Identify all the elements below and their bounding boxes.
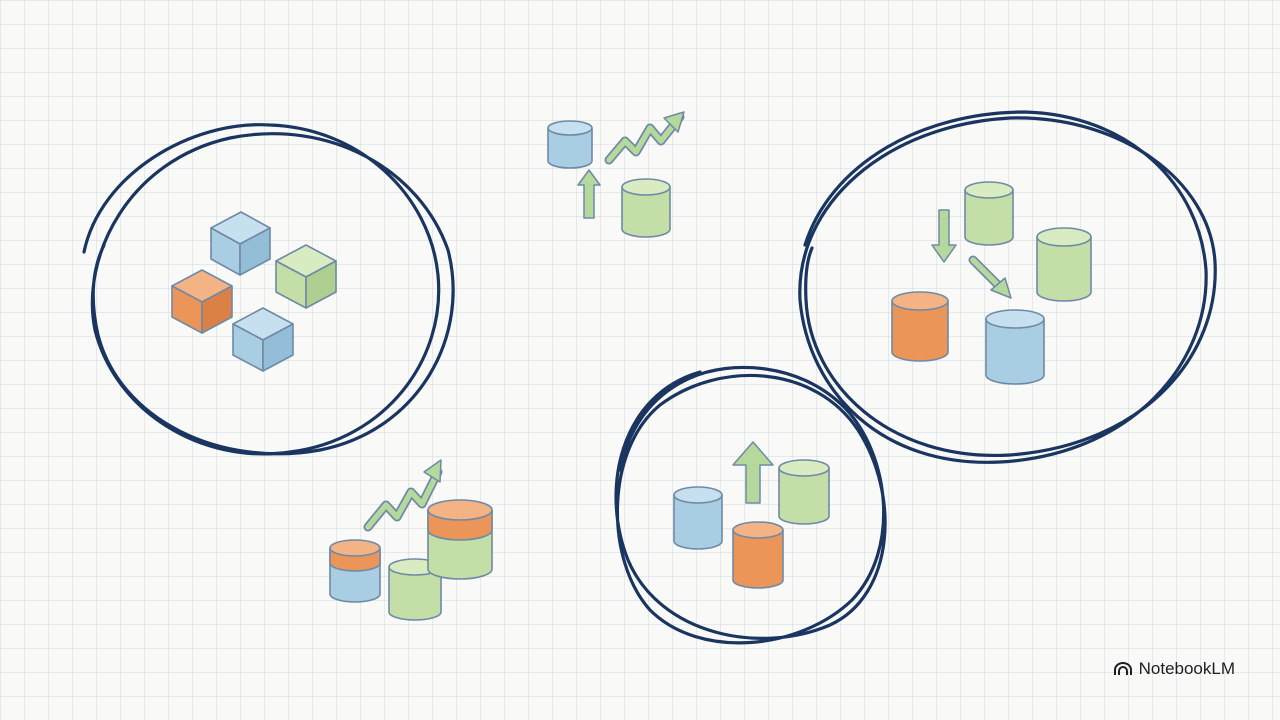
green-cylinder-top	[964, 181, 1014, 246]
cluster-left	[82, 123, 455, 456]
up-arrow-icon	[577, 169, 601, 219]
up-arrow-icon	[732, 441, 774, 504]
cluster-bottom-middle	[614, 365, 887, 645]
green-cube	[275, 244, 337, 309]
green-cylinder	[621, 178, 671, 238]
scribble-circle-bottom	[614, 365, 887, 645]
trend-arrow-icon	[363, 459, 443, 532]
diagonal-arrow-icon	[968, 255, 1012, 299]
orange-green-cylinder	[427, 499, 493, 580]
green-cylinder	[778, 459, 830, 525]
notebooklm-logo-icon	[1113, 662, 1132, 675]
blue-cylinder	[673, 486, 723, 550]
orange-cube	[171, 269, 233, 334]
cluster-right	[798, 110, 1217, 464]
blue-cube-bottom	[232, 307, 294, 372]
down-arrow-icon	[931, 209, 957, 263]
scribble-circle-right	[798, 110, 1217, 464]
cluster-bottom-left	[329, 459, 493, 621]
orange-cylinder	[891, 291, 949, 362]
trend-arrow-icon	[604, 111, 685, 165]
orange-blue-cylinder	[329, 539, 381, 603]
watermark-label: NotebookLM	[1138, 659, 1235, 678]
blue-cube-top	[210, 211, 271, 276]
green-cylinder-right	[1036, 227, 1092, 302]
blue-cylinder	[985, 309, 1045, 385]
scribble-circle-left	[82, 123, 455, 456]
orange-cylinder	[732, 521, 784, 589]
notebooklm-watermark: NotebookLM	[1113, 659, 1235, 679]
blue-cylinder	[547, 120, 593, 169]
cluster-top-middle	[547, 111, 685, 238]
